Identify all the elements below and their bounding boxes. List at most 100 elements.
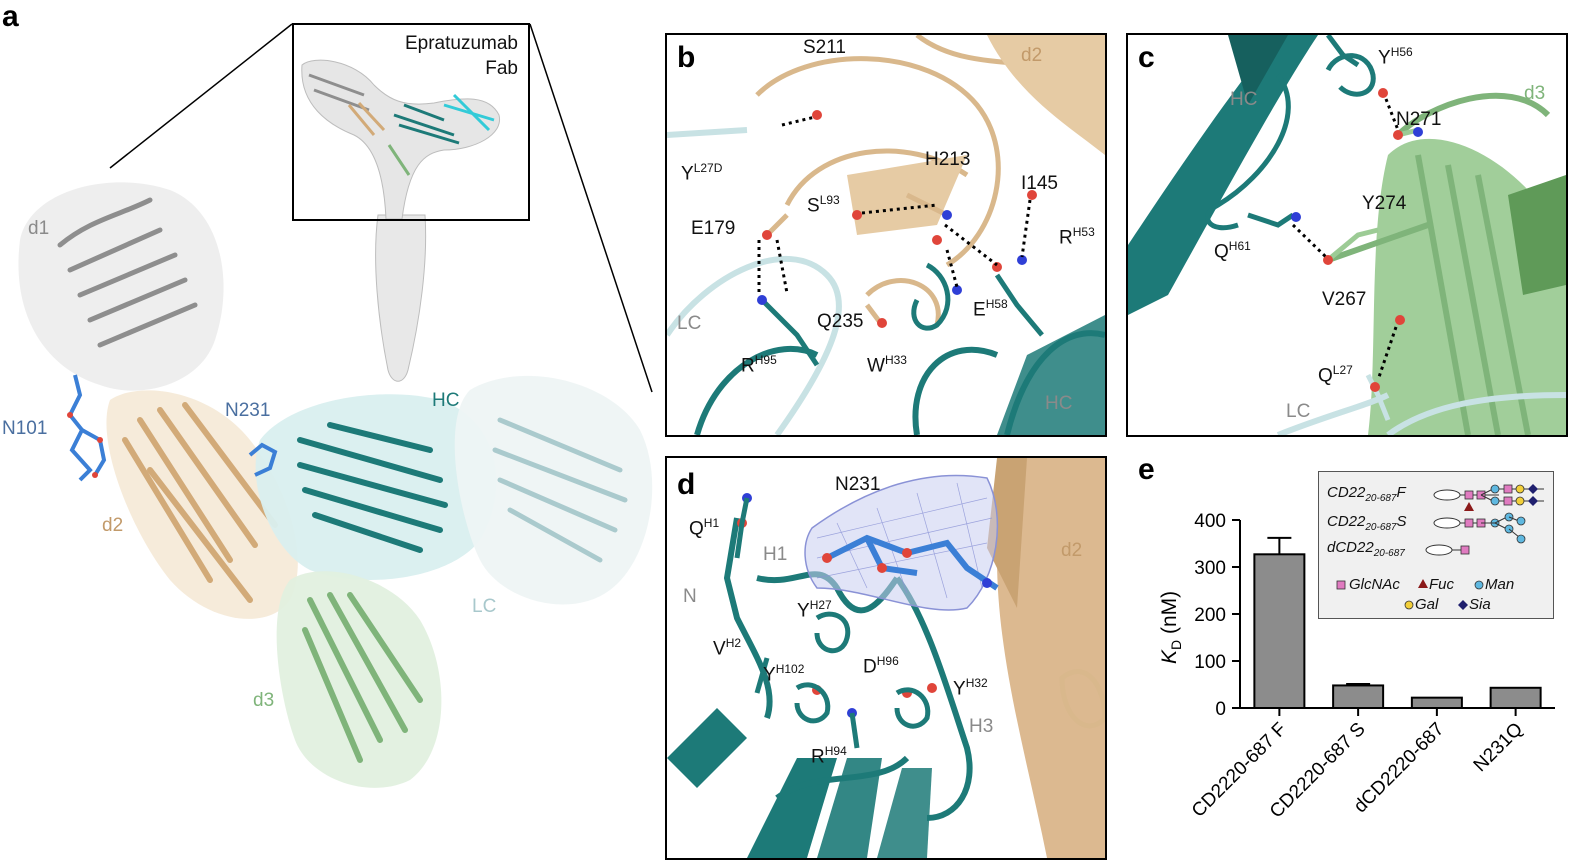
panel-c-letter: c bbox=[1138, 41, 1155, 74]
glcnac-square bbox=[1464, 490, 1474, 500]
glcnac-square bbox=[1503, 496, 1513, 506]
panel-b-structure bbox=[667, 35, 1105, 435]
label-rh94: RH94 bbox=[811, 744, 847, 768]
protein-pill bbox=[1425, 544, 1453, 556]
label-n: N bbox=[683, 586, 697, 607]
panel-d: d N231 QH1 H1 d2 N YH27 VH2 YH102 DH96 Y… bbox=[665, 456, 1107, 860]
panel-c-structure bbox=[1128, 35, 1566, 435]
glcnac-square bbox=[1460, 545, 1470, 555]
label-yh56: YH56 bbox=[1378, 45, 1413, 69]
y-axis-label: KD (nM) bbox=[1158, 591, 1184, 664]
label-yh27: YH27 bbox=[797, 598, 832, 622]
bar bbox=[1489, 686, 1542, 709]
label-rh53: RH53 bbox=[1059, 225, 1095, 249]
legend-key-gal: Gal bbox=[1415, 596, 1439, 613]
x-tick-label: N231Q bbox=[1470, 719, 1527, 776]
y-tick-label: 200 bbox=[1194, 605, 1226, 626]
gal-circle bbox=[1515, 484, 1525, 494]
legend-key-man: Man bbox=[1485, 576, 1515, 593]
glycan-legend: CD2220-687F CD2220-687S dCD2220-687 GlcN… bbox=[1318, 471, 1554, 619]
man-circle bbox=[1490, 496, 1500, 506]
legend-key-fuc: Fuc bbox=[1429, 576, 1455, 593]
panel-a-letter: a bbox=[2, 0, 19, 33]
y-tick-label: 300 bbox=[1194, 558, 1226, 579]
label-d1: d1 bbox=[28, 218, 50, 239]
label-hc-a: HC bbox=[432, 390, 460, 411]
inset-box: Epratuzumab Fab bbox=[292, 23, 530, 221]
protein-pill bbox=[1433, 489, 1461, 501]
label-wh33: WH33 bbox=[867, 353, 907, 377]
sia-diamond bbox=[1528, 484, 1538, 494]
protein-pill bbox=[1433, 517, 1461, 529]
link bbox=[1508, 528, 1520, 538]
man-circle bbox=[1490, 484, 1500, 494]
label-q235: Q235 bbox=[817, 311, 864, 332]
label-d3-a: d3 bbox=[253, 690, 275, 711]
label-e179: E179 bbox=[691, 218, 736, 239]
gal-circle bbox=[1515, 496, 1525, 506]
fuc-triangle bbox=[1464, 502, 1474, 511]
bar bbox=[1410, 696, 1463, 710]
y-tick-label: 400 bbox=[1194, 511, 1226, 532]
legend-glycan-diagram bbox=[1336, 484, 1544, 610]
label-s211: S211 bbox=[803, 37, 846, 58]
panel-d-structure bbox=[667, 458, 1105, 858]
label-n231-d: N231 bbox=[835, 474, 881, 495]
label-h3: H3 bbox=[969, 716, 994, 737]
label-n101: N101 bbox=[2, 418, 48, 439]
label-hc-b: HC bbox=[1045, 393, 1073, 414]
legend-key-sia: Sia bbox=[1469, 596, 1491, 613]
label-d2-d: d2 bbox=[1061, 540, 1083, 561]
legend-row-1: CD2220-687F bbox=[1327, 484, 1406, 504]
inset-density bbox=[301, 59, 500, 219]
panel-b: b S211 d2 YL27D H213 I145 E179 SL93 RH53… bbox=[665, 33, 1107, 437]
label-y274: Y274 bbox=[1362, 193, 1407, 214]
inset-title-line1: Epratuzumab bbox=[404, 33, 518, 54]
label-lc-c: LC bbox=[1286, 401, 1311, 422]
panel-b-letter: b bbox=[677, 41, 696, 74]
man-circle bbox=[1516, 534, 1526, 544]
label-lc-b: LC bbox=[677, 313, 702, 334]
label-lc-a: LC bbox=[472, 596, 497, 617]
key-glcnac-square bbox=[1336, 580, 1346, 590]
bar bbox=[1332, 684, 1385, 710]
key-gal-circle bbox=[1404, 600, 1414, 610]
label-d2-b: d2 bbox=[1021, 45, 1043, 66]
panel-c: c HC YH56 d3 N271 Y274 QH61 V267 QL27 LC bbox=[1126, 33, 1568, 437]
legend-row-3: dCD2220-687 bbox=[1327, 539, 1405, 559]
fuc-triangle bbox=[1418, 579, 1428, 588]
glcnac-square bbox=[1503, 484, 1513, 494]
key-sia-diamond bbox=[1458, 600, 1468, 610]
label-n231-a: N231 bbox=[225, 400, 271, 421]
inset-title-line2: Fab bbox=[485, 58, 518, 79]
man-circle bbox=[1516, 516, 1526, 526]
key-man-circle bbox=[1474, 580, 1484, 590]
label-h213: H213 bbox=[925, 149, 971, 170]
legend-key-glcnac: GlcNAc bbox=[1349, 576, 1400, 593]
y-tick-label: 0 bbox=[1215, 699, 1226, 720]
label-yh102: YH102 bbox=[763, 662, 805, 686]
y-tick-label: 100 bbox=[1194, 652, 1226, 673]
label-sl93: SL93 bbox=[807, 193, 840, 217]
label-d2-a: d2 bbox=[102, 515, 124, 536]
label-ql27: QL27 bbox=[1318, 363, 1353, 387]
label-dh96: DH96 bbox=[863, 654, 899, 678]
label-d3-c: d3 bbox=[1524, 83, 1546, 104]
label-n271: N271 bbox=[1396, 109, 1442, 130]
label-vh2: VH2 bbox=[713, 636, 742, 660]
panel-d-letter: d bbox=[677, 468, 696, 501]
panel-e-letter: e bbox=[1138, 453, 1155, 486]
label-hc-c: HC bbox=[1230, 89, 1258, 110]
label-qh1: QH1 bbox=[689, 516, 720, 540]
bar bbox=[1253, 553, 1306, 709]
label-qh61: QH61 bbox=[1214, 239, 1251, 263]
legend-row-2: CD2220-687S bbox=[1327, 513, 1407, 533]
panel-a-structure bbox=[18, 23, 653, 788]
label-eh58: EH58 bbox=[973, 297, 1008, 321]
label-i145: I145 bbox=[1021, 173, 1058, 194]
sia-diamond bbox=[1528, 496, 1538, 506]
label-rh95: RH95 bbox=[741, 353, 777, 377]
label-yh32: YH32 bbox=[953, 676, 988, 700]
label-v267: V267 bbox=[1322, 289, 1367, 310]
